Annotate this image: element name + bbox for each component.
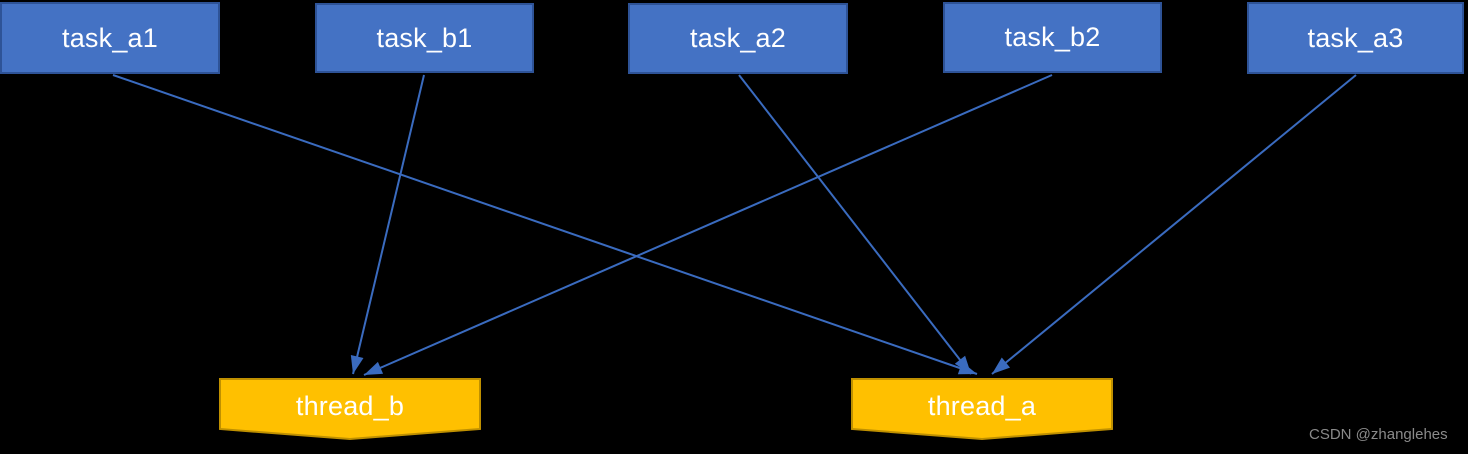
edge-task-b1-thread-b xyxy=(350,74,425,375)
edge-task-b2-thread-b xyxy=(363,74,1053,376)
task-node-label: task_a3 xyxy=(1307,22,1404,53)
edge-task-a3-thread-a xyxy=(991,74,1357,375)
thread-node-thread-b[interactable]: thread_b xyxy=(219,378,481,440)
task-node-label: task_b2 xyxy=(1004,22,1101,52)
edge-line xyxy=(363,74,1053,376)
task-node-label: task_b1 xyxy=(376,22,473,53)
edge-line xyxy=(738,74,972,375)
thread-node-shape xyxy=(219,378,481,440)
edge-line xyxy=(991,74,1357,375)
edge-task-a2-thread-a xyxy=(738,74,972,375)
watermark-label: CSDN @zhanglehes xyxy=(1309,426,1448,443)
task-node-label: task_a2 xyxy=(690,23,786,53)
edge-arrowhead-icon xyxy=(992,357,1011,374)
task-node-task-a3[interactable]: task_a3 xyxy=(1247,2,1464,74)
edge-arrowhead-icon xyxy=(954,355,971,374)
thread-node-label: thread_b xyxy=(295,391,405,421)
thread-node-label: thread_a xyxy=(927,391,1037,421)
edge-arrowhead-icon xyxy=(350,354,364,374)
edge-arrowhead-icon xyxy=(957,361,977,375)
task-node-label: task_a1 xyxy=(62,22,158,53)
task-node-task-b2[interactable]: task_b2 xyxy=(943,2,1162,73)
edge-line xyxy=(112,74,978,375)
thread-node-shape xyxy=(851,378,1113,440)
edge-arrowhead-icon xyxy=(364,361,384,375)
thread-node-thread-a[interactable]: thread_a xyxy=(851,378,1113,440)
task-node-task-b1[interactable]: task_b1 xyxy=(315,3,534,73)
edge-line xyxy=(352,74,425,375)
task-node-task-a2[interactable]: task_a2 xyxy=(628,3,848,74)
task-node-task-a1[interactable]: task_a1 xyxy=(0,2,220,74)
edge-task-a1-thread-a xyxy=(112,74,978,375)
